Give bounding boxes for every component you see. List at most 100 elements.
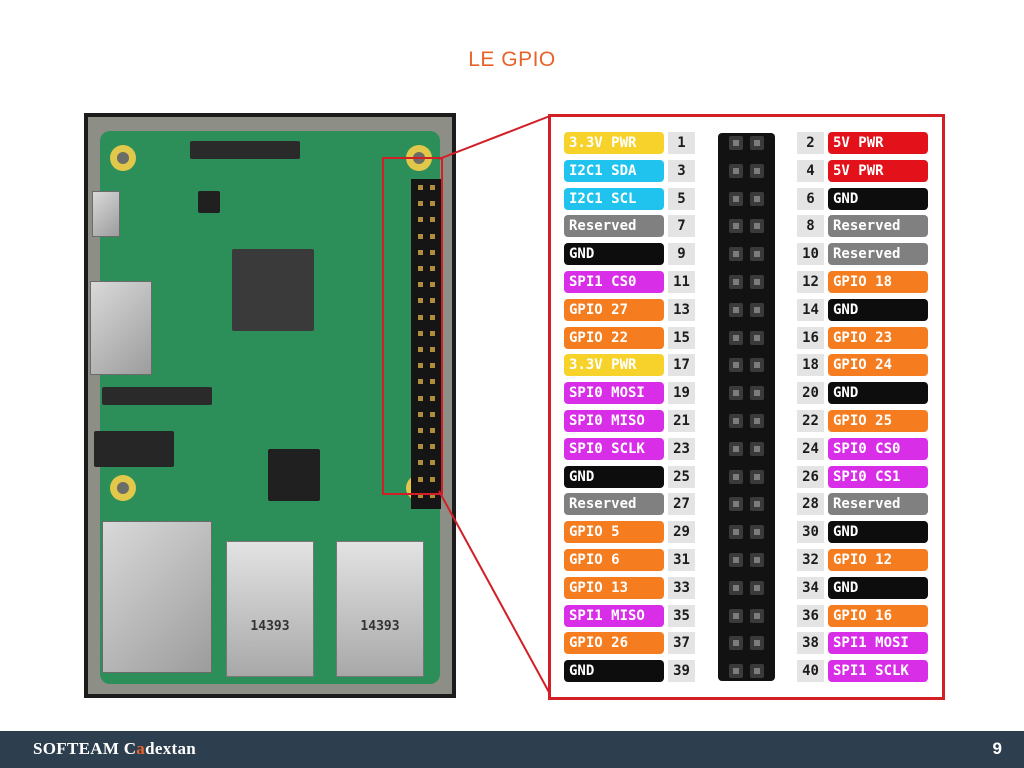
pin-number: 11 — [668, 271, 695, 293]
pin-label: Reserved — [564, 215, 664, 237]
header-pin-photo — [430, 395, 435, 401]
header-pin — [729, 497, 743, 511]
pin-number: 1 — [668, 132, 695, 154]
header-pin-photo — [430, 428, 435, 433]
gpio-header-photo — [411, 179, 441, 509]
pin-label: GPIO 12 — [828, 549, 928, 571]
header-pin — [750, 247, 764, 261]
brand-prefix: SOFTEAM C — [33, 739, 137, 758]
header-pin-photo — [430, 201, 435, 207]
header-pin — [729, 303, 743, 317]
header-pin-photo — [430, 217, 435, 223]
pin-label: GND — [564, 660, 664, 682]
pin-label: GND — [828, 521, 928, 543]
header-pin-photo — [418, 347, 423, 352]
header-pin-photo — [418, 249, 423, 255]
header-pin-photo — [430, 476, 435, 482]
pin-number: 37 — [668, 632, 695, 654]
header-pin-photo — [418, 266, 423, 271]
pin-number: 6 — [797, 188, 824, 210]
header-pin — [729, 386, 743, 400]
ethernet-port — [102, 521, 212, 673]
header-pin — [729, 331, 743, 345]
usb-port: 14393 — [226, 541, 314, 677]
header-pin-photo — [418, 217, 423, 223]
header-pin-photo — [430, 379, 435, 385]
header-pin-photo — [430, 347, 435, 352]
header-pin — [750, 525, 764, 539]
pin-label: GPIO 26 — [564, 632, 664, 654]
header-pin — [729, 581, 743, 595]
header-pin — [729, 553, 743, 567]
header-pin-photo — [430, 444, 435, 450]
pin-label: GND — [828, 577, 928, 599]
pin-label: I2C1 SDA — [564, 160, 664, 182]
header-pin-photo — [430, 460, 435, 466]
header-pin-photo — [418, 330, 423, 336]
pin-label: GPIO 24 — [828, 354, 928, 376]
pin-number: 17 — [668, 354, 695, 376]
header-pin-photo — [418, 460, 423, 466]
gpio-highlight-box — [382, 157, 443, 495]
header-pin-photo — [418, 411, 423, 417]
pin-label: SPI1 CS0 — [564, 271, 664, 293]
header-pin-photo — [430, 492, 435, 498]
header-pin-photo — [430, 266, 435, 271]
header-pin — [750, 358, 764, 372]
header-pin — [729, 636, 743, 650]
pin-number: 35 — [668, 605, 695, 627]
slide-title: LE GPIO — [468, 48, 556, 71]
header-pin-photo — [430, 330, 435, 336]
pin-number: 12 — [797, 271, 824, 293]
header-pin — [750, 414, 764, 428]
header-pin-photo — [418, 428, 423, 433]
pin-number: 40 — [797, 660, 824, 682]
pin-label: GPIO 27 — [564, 299, 664, 321]
header-pin-photo — [418, 201, 423, 207]
pin-number: 28 — [797, 493, 824, 515]
usb-lan-chip — [268, 449, 320, 501]
pin-label: GPIO 23 — [828, 327, 928, 349]
header-pin — [729, 164, 743, 178]
pin-number: 3 — [668, 160, 695, 182]
pin-number: 4 — [797, 160, 824, 182]
pin-number: 10 — [797, 243, 824, 265]
brand-logo: SOFTEAM Cadextan — [33, 739, 196, 759]
pin-label: SPI0 CS1 — [828, 466, 928, 488]
header-pin-photo — [430, 282, 435, 288]
pin-number: 13 — [668, 299, 695, 321]
mounting-hole — [110, 145, 136, 171]
header-pin — [750, 581, 764, 595]
pin-number: 19 — [668, 382, 695, 404]
header-pin — [729, 219, 743, 233]
header-pin — [750, 136, 764, 150]
header-pin — [750, 192, 764, 206]
pin-label: SPI0 MOSI — [564, 382, 664, 404]
header-pin-photo — [418, 395, 423, 401]
pin-label: SPI0 MISO — [564, 410, 664, 432]
pin-number: 29 — [668, 521, 695, 543]
pin-number: 9 — [668, 243, 695, 265]
hdmi-port — [90, 281, 152, 375]
pin-label: GND — [564, 243, 664, 265]
pin-label: GND — [564, 466, 664, 488]
header-pin — [750, 470, 764, 484]
pin-label: SPI0 SCLK — [564, 438, 664, 460]
header-pin — [729, 136, 743, 150]
pin-number: 23 — [668, 438, 695, 460]
header-pin — [729, 470, 743, 484]
header-pin — [750, 331, 764, 345]
usb-port-label: 14393 — [250, 619, 290, 634]
pin-label: SPI1 SCLK — [828, 660, 928, 682]
header-pin — [750, 553, 764, 567]
header-pin — [750, 275, 764, 289]
pin-label: GPIO 5 — [564, 521, 664, 543]
header-pin — [729, 192, 743, 206]
pin-label: Reserved — [828, 493, 928, 515]
header-pin-photo — [430, 298, 435, 304]
header-pin — [729, 525, 743, 539]
pin-label: Reserved — [564, 493, 664, 515]
header-pin — [729, 358, 743, 372]
